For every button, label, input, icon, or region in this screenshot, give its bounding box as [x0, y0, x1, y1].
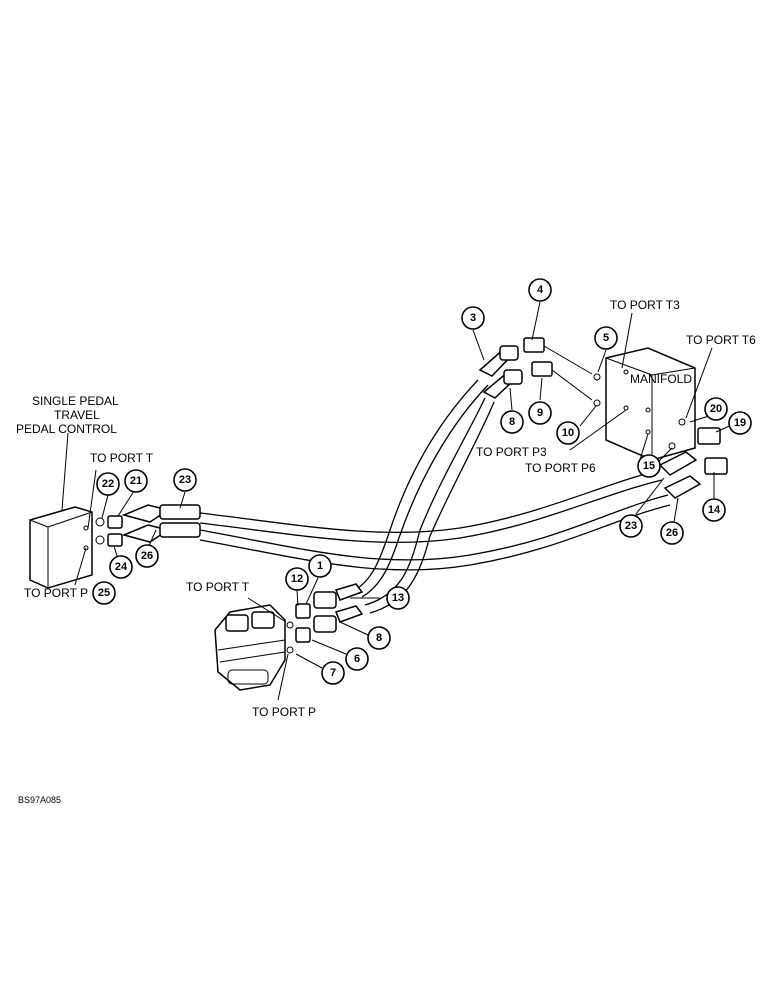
- svg-text:23: 23: [625, 520, 637, 532]
- hose-8: [364, 397, 486, 606]
- hose-23: [199, 469, 661, 534]
- single-pedal-control-box: [29, 506, 93, 589]
- callout-23-left: 23: [173, 468, 197, 492]
- svg-text:23: 23: [179, 474, 191, 486]
- svg-text:3: 3: [470, 312, 476, 324]
- manifold-block: [605, 347, 696, 461]
- label-single-pedal-3: PEDAL CONTROL: [16, 422, 117, 436]
- svg-text:6: 6: [354, 653, 360, 665]
- hose-3: [354, 379, 479, 591]
- svg-text:19: 19: [734, 417, 746, 429]
- callout-8-valve: 8: [367, 626, 391, 650]
- svg-text:25: 25: [98, 587, 110, 599]
- label-to-port-p3: TO PORT P3: [476, 445, 547, 459]
- svg-text:8: 8: [376, 632, 382, 644]
- svg-text:15: 15: [643, 460, 655, 472]
- callout-19: 19: [728, 411, 752, 435]
- label-to-port-t3: TO PORT T3: [610, 298, 680, 312]
- callout-23-right: 23: [619, 514, 643, 538]
- fittings-valve: [286, 583, 364, 654]
- callout-1: 1: [308, 554, 332, 578]
- callout-8-upper: 8: [500, 410, 524, 434]
- label-to-port-t-left: TO PORT T: [90, 451, 154, 465]
- svg-text:26: 26: [666, 527, 678, 539]
- svg-text:8: 8: [509, 416, 515, 428]
- callout-25: 25: [92, 581, 116, 605]
- fittings-upper: [478, 337, 601, 407]
- callout-4: 4: [528, 278, 552, 302]
- svg-text:21: 21: [130, 475, 142, 487]
- callout-7: 7: [321, 661, 345, 685]
- leader-lines: [61, 301, 735, 701]
- control-valve: [214, 604, 286, 691]
- label-manifold: MANIFOLD: [630, 372, 692, 386]
- svg-text:4: 4: [537, 284, 544, 296]
- callout-22: 22: [96, 472, 120, 496]
- svg-text:22: 22: [102, 478, 114, 490]
- fittings-right: [658, 418, 728, 499]
- fittings-left: [95, 504, 201, 547]
- callout-9: 9: [528, 401, 552, 425]
- label-to-port-p-left: TO PORT P: [24, 586, 88, 600]
- svg-text:7: 7: [330, 667, 336, 679]
- callout-21: 21: [124, 469, 148, 493]
- label-single-pedal-1: SINGLE PEDAL: [32, 394, 119, 408]
- callout-14: 14: [702, 498, 726, 522]
- callout-12: 12: [285, 567, 309, 591]
- hose-26: [199, 494, 669, 561]
- callout-15: 15: [637, 454, 661, 478]
- callout-6: 6: [345, 647, 369, 671]
- svg-text:24: 24: [115, 561, 128, 573]
- label-drawing-code: BS97A085: [18, 795, 61, 805]
- callout-10: 10: [556, 421, 580, 445]
- svg-text:9: 9: [537, 407, 543, 419]
- label-to-port-p-valve: TO PORT P: [252, 705, 316, 719]
- svg-text:26: 26: [141, 550, 153, 562]
- callout-26-right: 26: [660, 521, 684, 545]
- svg-text:20: 20: [710, 403, 722, 415]
- callout-5: 5: [594, 326, 618, 350]
- svg-text:5: 5: [603, 332, 609, 344]
- svg-text:14: 14: [708, 504, 721, 516]
- callout-24: 24: [109, 555, 133, 579]
- label-to-port-t6: TO PORT T6: [686, 333, 756, 347]
- svg-text:12: 12: [291, 573, 303, 585]
- callout-13: 13: [386, 586, 410, 610]
- svg-text:13: 13: [392, 592, 404, 604]
- callout-26-left: 26: [135, 544, 159, 568]
- callout-20: 20: [704, 397, 728, 421]
- label-to-port-p6: TO PORT P6: [525, 461, 596, 475]
- svg-text:10: 10: [562, 427, 574, 439]
- callout-3: 3: [461, 306, 485, 330]
- label-single-pedal-2: TRAVEL: [54, 408, 100, 422]
- svg-text:1: 1: [317, 560, 323, 572]
- label-to-port-t-valve: TO PORT T: [186, 580, 250, 594]
